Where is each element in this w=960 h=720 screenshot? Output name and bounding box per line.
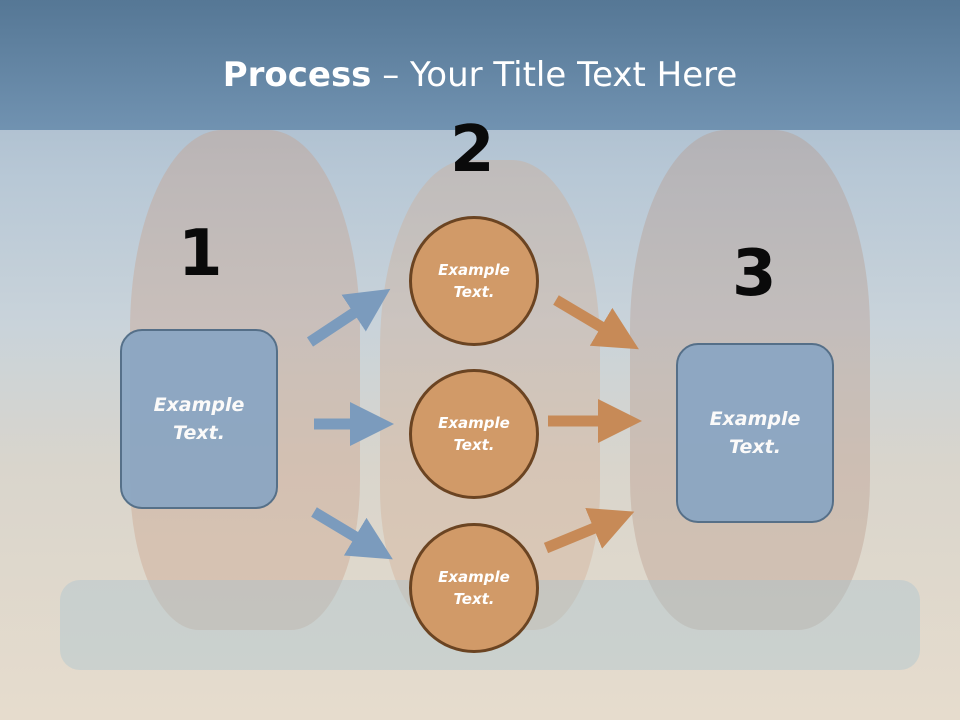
circle-bottom: Example Text. — [409, 523, 539, 653]
circle-top-line2: Text. — [453, 283, 495, 301]
circle-middle-line2: Text. — [453, 436, 495, 454]
circle-top: Example Text. — [409, 216, 539, 346]
slide-title: Process – Your Title Text Here — [0, 55, 960, 95]
arrow-left-to-bottom — [311, 507, 393, 560]
left-box-line1: Example — [153, 393, 245, 416]
left-box-line2: Text. — [173, 422, 225, 444]
circle-bottom-line2: Text. — [453, 590, 495, 608]
title-rest: – Your Title Text Here — [371, 55, 738, 95]
circle-bottom-line1: Example — [438, 567, 510, 586]
circle-middle: Example Text. — [409, 369, 539, 499]
step-number-3: 3 — [732, 237, 777, 311]
step-number-2: 2 — [450, 113, 495, 187]
title-bold: Process — [222, 55, 372, 95]
arrow-left-to-top — [306, 288, 391, 347]
right-box-line2: Text. — [729, 436, 781, 458]
right-text-box: Example Text. — [676, 343, 834, 523]
right-box-line1: Example — [709, 407, 801, 430]
circle-top-line1: Example — [438, 260, 510, 279]
arrow-top-to-right — [553, 295, 639, 350]
left-text-box: Example Text. — [120, 329, 278, 509]
title-bar — [0, 0, 960, 130]
arrow-bottom-to-right — [543, 508, 635, 554]
circle-middle-line1: Example — [438, 413, 510, 432]
step-number-1: 1 — [178, 217, 223, 291]
